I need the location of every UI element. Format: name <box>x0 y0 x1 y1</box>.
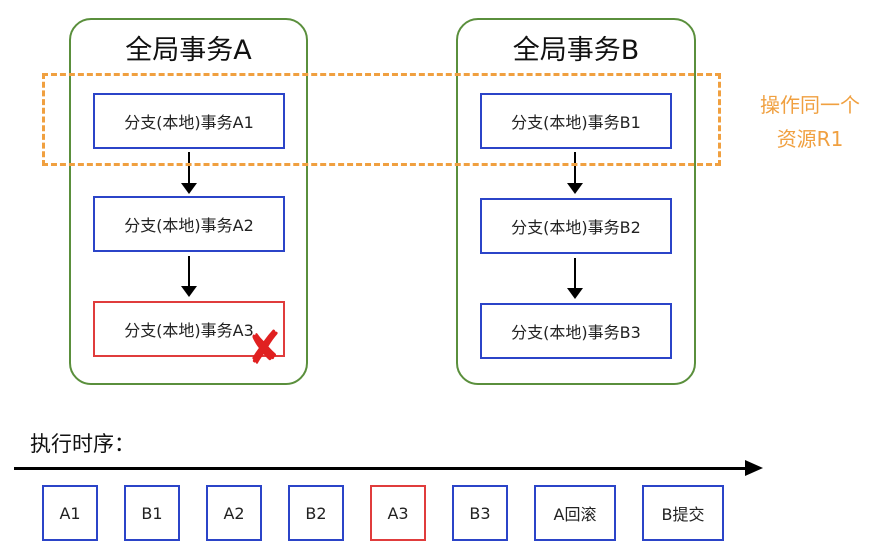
timeline-label: 执行时序： <box>30 432 135 456</box>
timeline-step-8: B提交 <box>642 485 724 541</box>
timeline-step-7: A回滚 <box>534 485 616 541</box>
timeline-step-3: A2 <box>206 485 262 541</box>
arrow-a2-a3 <box>181 256 197 297</box>
branch-b3: 分支(本地)事务B3 <box>480 303 672 359</box>
branch-b1: 分支(本地)事务B1 <box>480 93 672 149</box>
shared-resource-box <box>42 73 721 166</box>
shared-resource-label: 操作同一个 资源R1 <box>735 88 885 156</box>
timeline-step-5: A3 <box>370 485 426 541</box>
global-transaction-a-title: 全局事务A <box>125 35 252 66</box>
failure-cross-icon: ✘ <box>243 321 286 376</box>
timeline-axis <box>14 467 748 470</box>
arrow-a1-a2 <box>181 152 197 194</box>
timeline-step-2: B1 <box>124 485 180 541</box>
timeline-step-1: A1 <box>42 485 98 541</box>
branch-a3: 分支(本地)事务A3 <box>93 301 285 357</box>
shared-resource-label-line2: 资源R1 <box>776 127 844 151</box>
arrow-b2-b3 <box>567 258 583 299</box>
branch-b2: 分支(本地)事务B2 <box>480 198 672 254</box>
branch-a2: 分支(本地)事务A2 <box>93 196 285 252</box>
timeline-step-6: B3 <box>452 485 508 541</box>
shared-resource-label-line1: 操作同一个 <box>760 93 860 117</box>
arrow-b1-b2 <box>567 152 583 194</box>
timeline-arrowhead-icon <box>745 460 763 476</box>
branch-a1: 分支(本地)事务A1 <box>93 93 285 149</box>
timeline-step-4: B2 <box>288 485 344 541</box>
global-transaction-b-title: 全局事务B <box>512 35 640 66</box>
